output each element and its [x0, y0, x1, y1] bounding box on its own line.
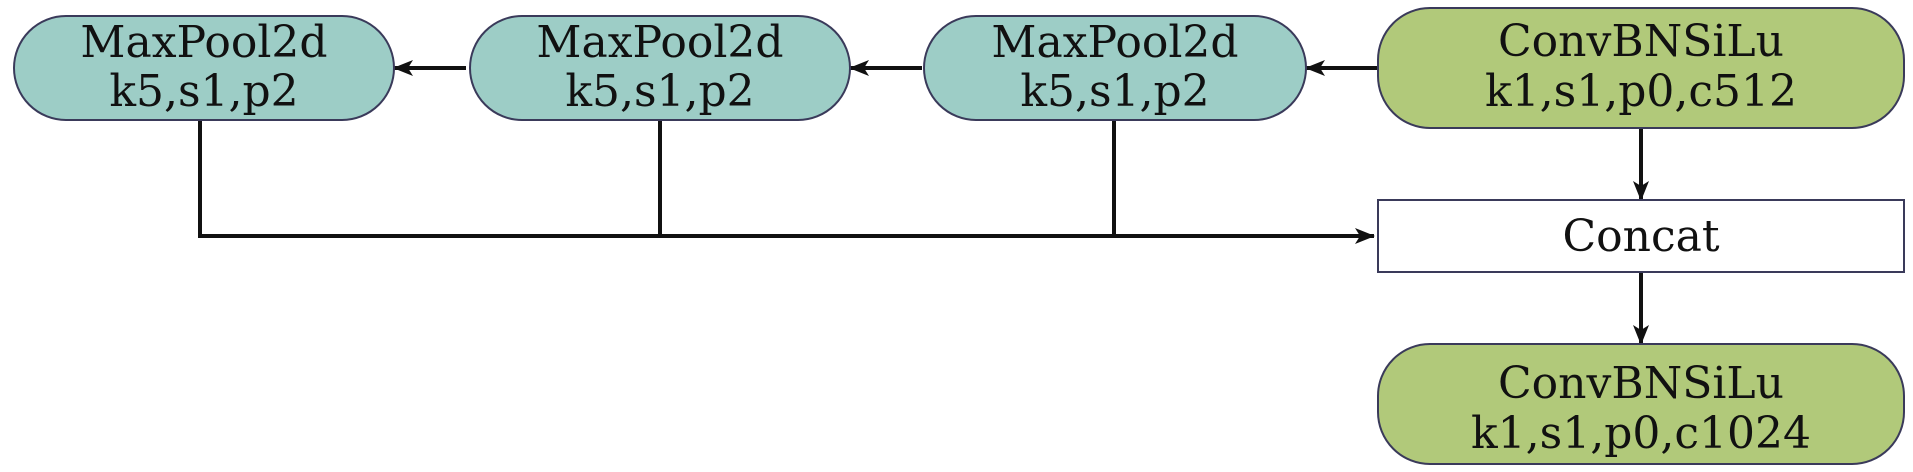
- node-maxpool-2: MaxPool2d k5,s1,p2: [469, 15, 851, 121]
- maxpool-3-box: [923, 15, 1307, 121]
- node-maxpool-3: MaxPool2d k5,s1,p2: [923, 15, 1307, 121]
- maxpool-3-title: MaxPool2d: [991, 17, 1238, 68]
- maxpool-3-params: k5,s1,p2: [1020, 66, 1209, 117]
- conv-out-title: ConvBNSiLu: [1498, 358, 1784, 409]
- node-conv-in: ConvBNSiLu k1,s1,p0,c512: [1377, 7, 1905, 129]
- conv-in-params: k1,s1,p0,c512: [1485, 66, 1797, 117]
- conv-in-box: [1377, 7, 1905, 129]
- maxpool-2-title: MaxPool2d: [536, 17, 783, 68]
- concat-title: Concat: [1562, 211, 1719, 262]
- conv-out-params: k1,s1,p0,c1024: [1471, 408, 1811, 459]
- concat-box: [1377, 199, 1905, 273]
- conv-in-title: ConvBNSiLu: [1498, 16, 1784, 67]
- maxpool-2-box: [469, 15, 851, 121]
- node-conv-out: ConvBNSiLu k1,s1,p0,c1024: [1377, 343, 1905, 465]
- maxpool-2-params: k5,s1,p2: [565, 66, 754, 117]
- maxpool-1-box: [13, 15, 395, 121]
- maxpool-1-params: k5,s1,p2: [109, 66, 298, 117]
- conv-out-box: [1377, 343, 1905, 465]
- edges: [198, 60, 1649, 345]
- node-concat: Concat: [1377, 199, 1905, 273]
- maxpool-1-title: MaxPool2d: [80, 17, 327, 68]
- node-maxpool-1: MaxPool2d k5,s1,p2: [13, 15, 395, 121]
